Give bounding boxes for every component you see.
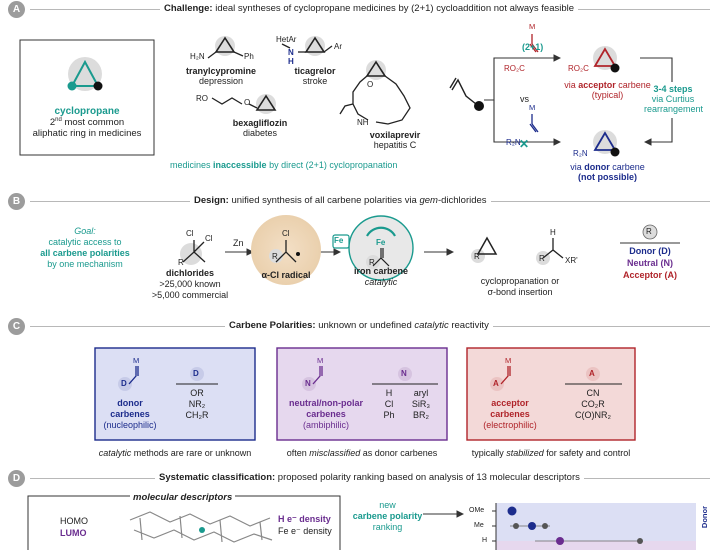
cyclopropane-box: cyclopropane 2nd most common aliphatic r…: [20, 106, 154, 139]
inaccessible-note: medicines inaccessible by direct (2+1) c…: [170, 160, 398, 170]
fe-density-label: Fe e⁻ density: [278, 526, 332, 536]
label-o: O: [244, 98, 251, 107]
homo-label: HOMO: [60, 516, 88, 526]
cyclopropane-desc: aliphatic ring in medicines: [32, 128, 142, 140]
fe-carbene: Fe: [376, 238, 386, 247]
section-c-header: Carbene Polarities: unknown or undefined…: [225, 320, 493, 331]
molecule-model-icon: [129, 511, 273, 543]
cyclopropane-icon: [67, 59, 103, 91]
donor-letter: D: [121, 379, 127, 388]
neutral-badge: N: [401, 369, 407, 378]
neutral-letter: N: [305, 379, 311, 388]
label-nh: NH: [357, 118, 369, 127]
donor-axis-label: Donor: [700, 506, 709, 529]
acceptor-groups: CN CO₂R C(O)NR₂: [575, 388, 611, 420]
descriptors-title: molecular descriptors: [130, 492, 236, 503]
h-density-label: H e⁻ density: [278, 514, 331, 524]
section-b-header: Design: unified synthesis of all carbene…: [190, 195, 491, 206]
fe-badge: Fe: [334, 236, 344, 245]
label-n: N: [288, 48, 294, 57]
label-xr: XR': [565, 256, 578, 265]
caption-acceptor: typically stabilized for safety and cont…: [471, 448, 631, 458]
donor-title: donor carbenes (nucleophilic): [103, 398, 157, 430]
radical-label: α-Cl radical: [261, 270, 311, 280]
legend-r: R: [646, 227, 652, 236]
polarity-legend: Donor (D) Neutral (N) Acceptor (A): [622, 246, 677, 280]
reagent-acceptor: RO₂C: [504, 64, 525, 73]
neutral-groups-col2: aryl SiR₃ BR₂: [411, 388, 431, 420]
lumo-label: LUMO: [60, 528, 87, 538]
reagent-donor: R₂N: [506, 138, 521, 147]
acceptor-title: acceptor carbenes (electrophilic): [483, 398, 537, 430]
label-r3: R: [369, 258, 375, 267]
label-r5: R: [539, 254, 545, 263]
section-a-badge: A: [8, 1, 25, 18]
rank-row-ome: OMe: [469, 507, 485, 514]
neutral-groups-col1: H Cl Ph: [383, 388, 395, 420]
label-r1: R: [178, 258, 184, 267]
acceptor-product-label: via acceptor carbene (typical): [564, 80, 651, 100]
goal-text: Goal: catalytic access to all carbene po…: [40, 226, 130, 269]
rank-row-h: H: [482, 537, 488, 544]
section-a-header: Challenge: ideal syntheses of cyclopropa…: [160, 3, 579, 14]
product-acceptor-group: RO₂C: [568, 64, 589, 73]
neutral-title: neutral/non-polar carbenes (ambiphilic): [289, 398, 363, 430]
rxn-label: (2+1): [522, 42, 544, 52]
metal-m2: M: [529, 103, 536, 112]
zn-label: Zn: [233, 238, 244, 248]
label-ph: Ph: [244, 52, 254, 61]
caption-donor: catalytic methods are rare or unknown: [98, 448, 252, 458]
cyclopropane-rank: 2nd most common: [49, 117, 125, 129]
metal-m1: M: [529, 22, 536, 31]
product-label: cyclopropanation or σ-bond insertion: [480, 276, 560, 297]
acceptor-m: M: [505, 356, 512, 365]
label-cl1: Cl: [186, 229, 194, 238]
curtius-label: 3-4 steps via Curtius rearrangement: [644, 84, 704, 114]
label-cl2: Cl: [205, 234, 213, 243]
caption-neutral: often misclassified as donor carbenes: [286, 448, 438, 458]
product-donor-group: R₂N: [573, 149, 588, 158]
label-o2: O: [367, 80, 374, 89]
dichlorides-label: dichlorides >25,000 known >5,000 commerc…: [151, 268, 229, 300]
section-d-header: Systematic classification: proposed pola…: [155, 472, 584, 483]
label-h-insert: H: [550, 228, 556, 237]
acceptor-badge: A: [589, 369, 595, 378]
label-cl3: Cl: [282, 229, 290, 238]
rank-row-me: Me: [474, 522, 484, 529]
label-r4: R: [474, 252, 480, 261]
donor-m: M: [133, 356, 140, 365]
label-hetar: HetAr: [276, 35, 297, 44]
label-ro: RO: [196, 94, 208, 103]
donor-groups: OR NR₂ CH₂R: [185, 388, 209, 420]
vs-label: vs: [520, 94, 529, 104]
iron-carbene-label: iron carbene catalytic: [353, 266, 409, 287]
neutral-m: M: [317, 356, 324, 365]
section-b-badge: B: [8, 193, 25, 210]
acceptor-letter: A: [493, 379, 499, 388]
donor-badge: D: [193, 369, 199, 378]
cyclopropane-title: cyclopropane: [54, 106, 120, 117]
section-c-badge: C: [8, 318, 25, 335]
label-h2n: H₂N: [190, 52, 205, 61]
ranking-label: new carbene polarity ranking: [352, 500, 423, 532]
svg-text:✕: ✕: [519, 137, 529, 151]
label-ar: Ar: [334, 42, 342, 51]
section-d-badge: D: [8, 470, 25, 487]
label-h: H: [288, 57, 294, 66]
label-r2: R: [272, 252, 278, 261]
donor-product-label: via donor carbene (not possible): [570, 162, 645, 182]
